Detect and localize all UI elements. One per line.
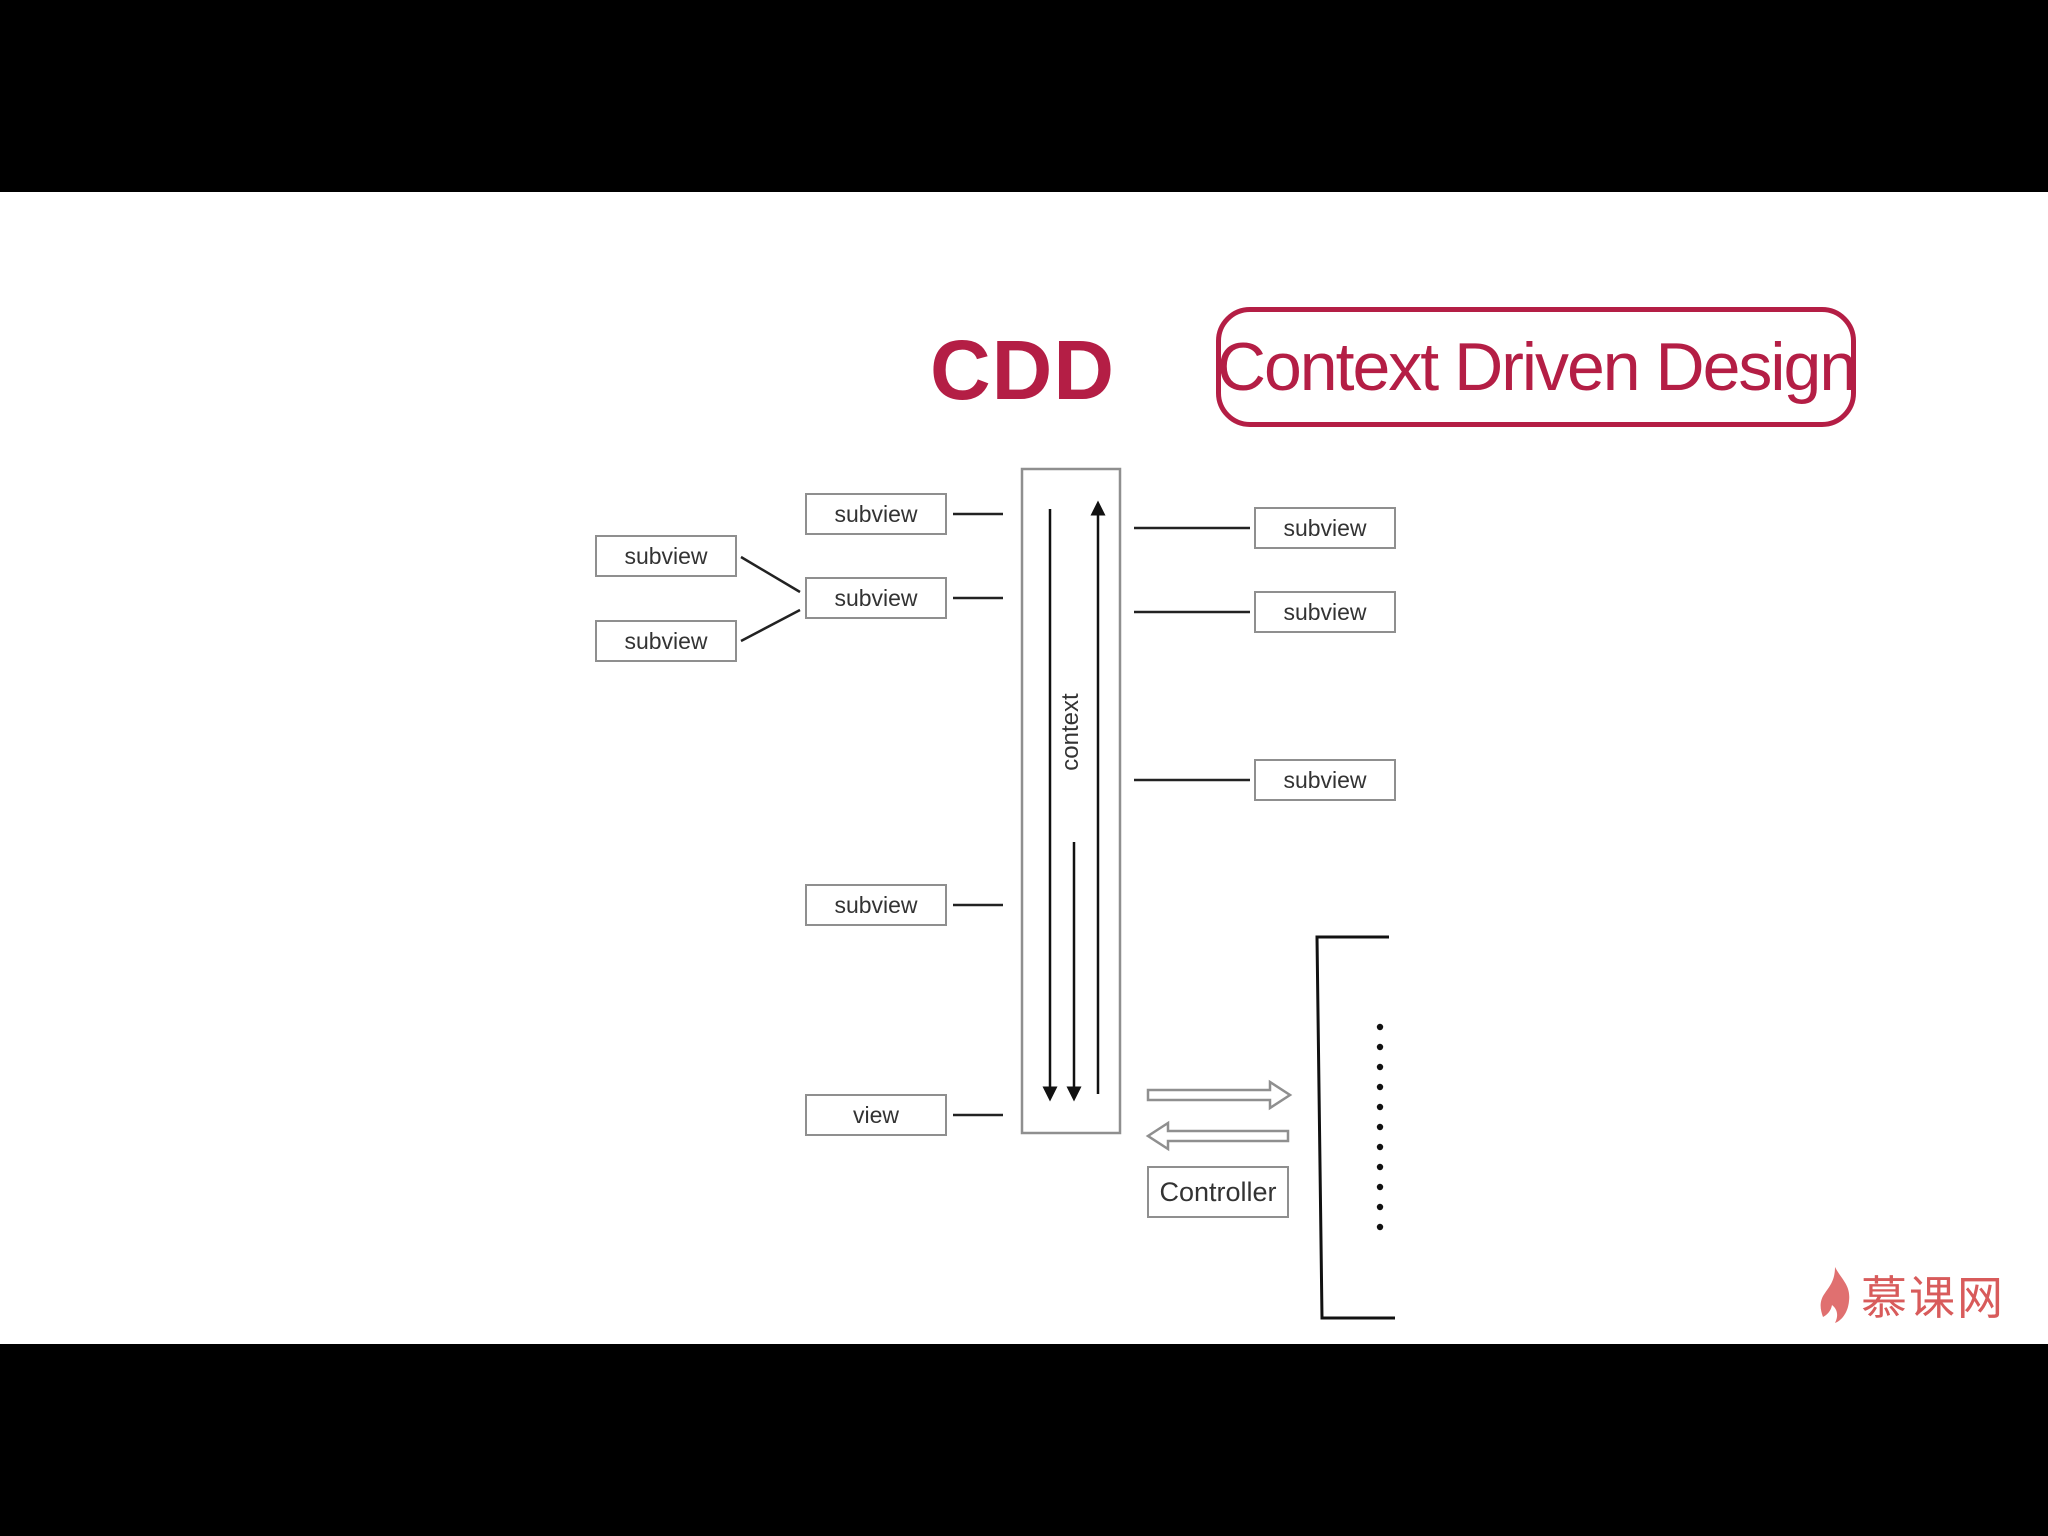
subview-node: subview [595,535,737,577]
letterbox-bottom [0,1344,2048,1536]
subview-node: subview [805,493,947,535]
watermark: 慕课网 [1815,1262,2005,1328]
subview-node: subview [1254,591,1396,633]
letterbox-top [0,0,2048,192]
subview-node: subview [1254,507,1396,549]
view-node: view [805,1094,947,1136]
connector-far-left-2 [740,608,801,643]
controller-node: Controller [1147,1166,1289,1218]
stack-ellipsis-dots [1376,1023,1384,1231]
diagram-lines [740,467,1395,1320]
stack-bracket [1315,935,1395,1320]
context-label-text: context [1057,693,1084,771]
slide: CDD Context Driven Design [0,192,2048,1344]
flame-icon [1820,1267,1850,1323]
subview-node: subview [595,620,737,662]
subview-node: subview [1254,759,1396,801]
hollow-arrow-left [1145,1120,1290,1152]
watermark-text: 慕课网 [1861,1271,2005,1325]
subview-node: subview [805,577,947,619]
slide-title: CDD [930,323,1115,417]
connector-far-left-1 [740,555,801,594]
subtitle-badge: Context Driven Design [1216,307,1857,427]
context-column [1020,467,1122,1135]
hollow-arrow-right [1146,1079,1293,1111]
subtitle-text: Context Driven Design [1216,329,1857,405]
subview-node: subview [805,884,947,926]
